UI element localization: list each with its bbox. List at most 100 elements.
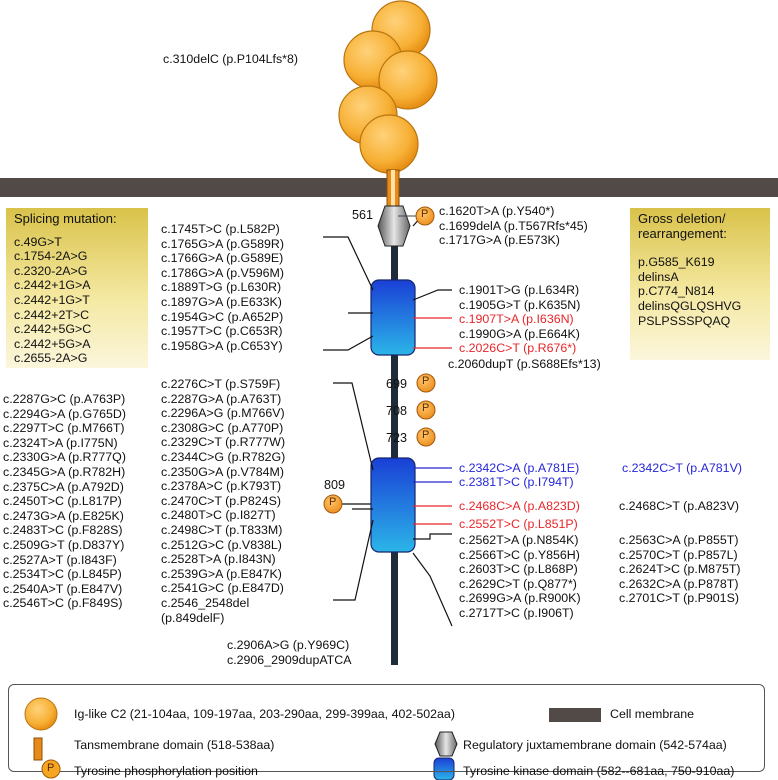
bottom-mutations: c.2906A>G (p.Y969C) c.2906_2909dupATCA: [227, 638, 351, 667]
mutation-label: c.2342C>T (p.A781V): [622, 461, 742, 475]
mutation-label: c.2717T>C (p.I906T): [459, 605, 574, 620]
mutation-label: c.2534T>C (p.L845P): [3, 567, 122, 582]
mutation-label: c.2527A>T (p.I843F): [3, 552, 117, 567]
legend-ig-label: Ig-like C2 (21-104aa, 109-197aa, 203-290…: [74, 707, 455, 721]
mutation-label: c.2570C>T (p.P857L): [619, 547, 738, 562]
gross-item: p.C774_N814: [638, 284, 715, 299]
kinase1-right-mutations: c.1901T>G (p.L634R) c.1905G>T (p.K635N) …: [459, 283, 580, 356]
mutation-label: c.2468C>T (p.A823V): [619, 499, 739, 513]
mutation-label: c.1957T>C (p.C653R): [161, 324, 283, 339]
gross-item: delinsQGLQSHVG: [638, 298, 742, 313]
mutation-label: c.2512G>C (p.V838L): [161, 537, 282, 552]
mutation-label: c.2342C>A (p.A781E): [459, 461, 580, 475]
mutation-label: c.2541G>C (p.E847D): [161, 581, 284, 596]
mutation-label: c.1620T>A (p.Y540*): [439, 204, 555, 218]
mutation-label: c.1907T>A (p.I636N): [459, 312, 574, 327]
phospho-site-juxta: [415, 206, 435, 226]
kinase1-left-mutations: c.1745T>C (p.L582P) c.1765G>A (p.G589R) …: [161, 222, 284, 353]
mutation-label: c.1897G>A (p.E633K): [161, 294, 282, 309]
mutation-label: (p.849delF): [161, 610, 225, 625]
mutation-label: c.2498C>T (p.T833M): [161, 522, 283, 537]
mutation-label: c.2509G>T (p.D837Y): [3, 537, 125, 552]
mutation-label: c.2624T>C (p.M875T): [619, 562, 741, 577]
mutation-label: c.2287G>A (p.A763T): [161, 391, 282, 406]
mutation-label: c.2546_2548del: [161, 595, 250, 610]
ig-frameshift-label: c.310delC (p.P104Lfs*8): [163, 52, 299, 66]
phospho-site-723: [416, 427, 436, 447]
mutation-label: c.2345G>A (p.R782H): [3, 464, 126, 479]
phospho-723-label: 723: [386, 431, 408, 445]
phospho-p-708: P: [422, 402, 430, 414]
mutation-label: c.2632C>A (p.P878T): [619, 576, 739, 591]
mutation-label: c.2552T>C (p.L851P): [459, 517, 578, 531]
mutation-label: c.2296A>G (p.M766V): [161, 406, 285, 421]
mid-left-mutations: c.2276C>T (p.S759F) c.2287G>A (p.A763T) …: [161, 377, 285, 625]
splicing-item: c.2442+5G>A: [14, 336, 91, 351]
kinase-domain-2: [370, 457, 416, 553]
mutation-label: c.2539G>A (p.E847K): [161, 566, 282, 581]
mutation-label: c.2329C>T (p.R777W): [161, 435, 286, 450]
mutation-label: c.1954G>C (p.A652P): [161, 309, 284, 324]
legend-phos-label: Tyrosine phosphorylation position: [74, 764, 258, 778]
mutation-label: c.1786G>A (p.V596M): [161, 265, 284, 280]
splicing-item: c.2320-2A>G: [14, 263, 88, 278]
legend-phospho-p: P: [47, 762, 55, 774]
phospho-p-699: P: [422, 375, 430, 387]
mutation-label: c.2294G>A (p.G765D): [3, 406, 126, 421]
gross-item: p.G585_K619: [638, 255, 715, 270]
mutation-label: c.2344C>G (p.R782G): [161, 449, 286, 464]
gross-deletion-box: Gross deletion/ rearrangement: p.G585_K6…: [630, 208, 770, 360]
mutation-label: c.2699G>A (p.R900K): [459, 591, 581, 606]
legend-phospho-icon: [41, 759, 61, 779]
mutation-label: c.1958G>A (p.C653Y): [161, 338, 283, 353]
legend-membrane-label: Cell membrane: [610, 707, 695, 721]
mutation-label: c.1745T>C (p.L582P): [161, 222, 280, 236]
mutation-label: c.2480T>C (p.I827T): [161, 508, 276, 523]
mutation-label: c.2378A>C (p.K793T): [161, 479, 282, 494]
mutation-label: c.2026C>T (p.R676*): [459, 341, 577, 356]
splicing-item: c.2442+1G>T: [14, 292, 90, 307]
mutation-label: c.1717G>A (p.E573K): [439, 233, 560, 248]
mutation-label: c.2603T>C (p.L868P): [459, 562, 578, 577]
mutation-label: c.2906A>G (p.Y969C): [227, 638, 350, 652]
splicing-item: c.2442+1G>A: [14, 278, 91, 293]
phospho-site-809: [323, 494, 343, 514]
mutation-label: c.2701C>T (p.P901S): [619, 591, 739, 606]
mutation-label: c.2906_2909dupATCA: [227, 652, 352, 667]
kinase2-right-col1: c.2562T>A (p.N854K) c.2566T>C (p.Y856H) …: [459, 533, 581, 621]
legend-jm-label: Regulatory juxtamembrane domain (542-574…: [463, 738, 727, 752]
kinase-domain-1: [370, 279, 416, 356]
ig-domain-5: [359, 114, 419, 174]
mutation-label: c.2324T>A (p.I775N): [3, 435, 118, 450]
legend-tm-label: Tansmembrane domain (518-538aa): [74, 738, 275, 752]
splicing-item: c.1754-2A>G: [14, 249, 88, 264]
mutation-label: c.2350G>A (p.V784M): [161, 464, 284, 479]
mutation-label: c.1905G>T (p.K635N): [459, 297, 581, 312]
splicing-item: c.2655-2A>G: [14, 351, 88, 366]
phospho-markers: [323, 206, 436, 514]
juxta-mutations: c.1620T>A (p.Y540*) c.1699delA (p.T567Rf…: [439, 204, 588, 248]
mutation-label: c.1990G>A (p.E664K): [459, 326, 580, 341]
mutation-label: c.2563C>A (p.P855T): [619, 533, 739, 547]
mutation-label: c.2308G>C (p.A770P): [161, 420, 284, 435]
phospho-site-699: [416, 373, 436, 393]
splicing-item: c.49G>T: [14, 234, 62, 249]
mutation-label: c.2540A>T (p.E847V): [3, 581, 123, 596]
splicing-mutation-box: Splicing mutation: c.49G>T c.1754-2A>G c…: [6, 208, 148, 368]
legend: [8, 684, 765, 772]
mutation-label: c.1699delA (p.T567Rfs*45): [439, 218, 588, 233]
mutation-label: c.2546T>C (p.F849S): [3, 596, 123, 611]
mutation-label: c.2276C>T (p.S759F): [161, 377, 281, 391]
mutation-label: c.2381T>C (p.I794T): [459, 475, 574, 489]
mutation-label: c.2562T>A (p.N854K): [459, 533, 579, 547]
juxta-position-label: 561: [352, 208, 374, 222]
phospho-site-708: [416, 400, 436, 420]
phospho-p-809: P: [329, 496, 337, 508]
juxtamembrane-domain: [377, 205, 411, 247]
mutation-label: c.2470C>T (p.P824S): [161, 493, 281, 508]
phospho-p-723: P: [422, 429, 430, 441]
phospho-699-label: 699: [386, 377, 408, 391]
phospho-708-label: 708: [386, 404, 408, 418]
splicing-title: Splicing mutation:: [14, 211, 117, 226]
